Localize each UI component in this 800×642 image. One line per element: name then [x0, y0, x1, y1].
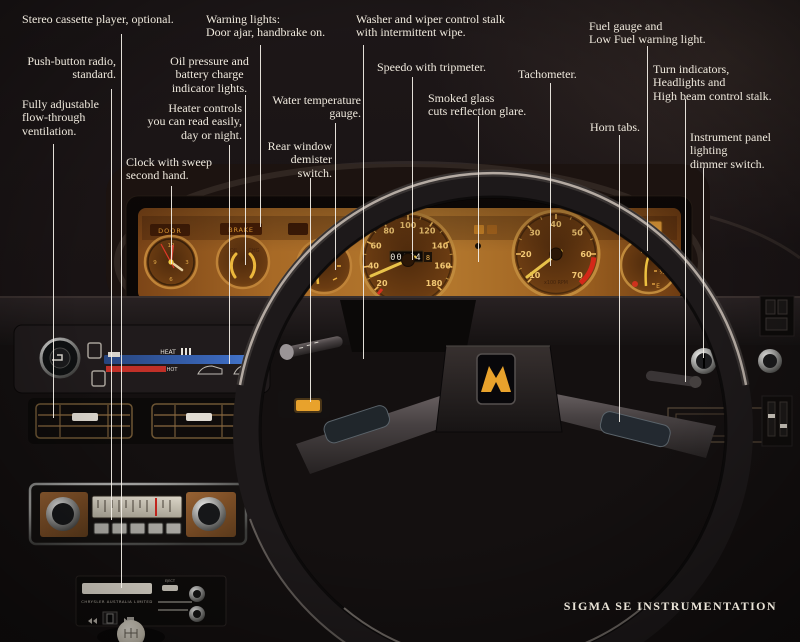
callout-tachometer: Tachometer.	[518, 67, 577, 81]
callout-line-water-temp	[335, 123, 336, 270]
callout-water-temp: Water temperature gauge.	[272, 93, 361, 121]
callout-smoked-glass: Smoked glass cuts reflection glare.	[428, 91, 527, 119]
callout-line-speedo	[412, 77, 413, 260]
callout-stereo-cassette: Stereo cassette player, optional.	[22, 12, 174, 26]
callout-line-tachometer	[550, 83, 551, 266]
callout-line-clock	[171, 186, 172, 264]
callout-heater-controls: Heater controls you can read easily, day…	[147, 101, 242, 142]
callout-fuel-gauge: Fuel gauge and Low Fuel warning light.	[589, 19, 706, 47]
callout-demister: Rear window demister switch.	[267, 139, 332, 180]
callout-push-button-radio: Push-button radio, standard.	[27, 54, 116, 82]
callout-ventilation: Fully adjustable flow-through ventilatio…	[22, 97, 99, 138]
callout-line-demister	[310, 178, 311, 402]
callout-line-push-button-radio	[111, 89, 112, 520]
callout-clock: Clock with sweep second hand.	[126, 155, 212, 183]
callout-line-stereo-cassette	[121, 34, 122, 588]
callout-horn-tabs: Horn tabs.	[590, 120, 640, 134]
callout-line-dimmer	[703, 168, 704, 358]
callout-line-fuel-gauge	[647, 46, 648, 251]
page-caption: SIGMA SE INSTRUMENTATION	[563, 599, 777, 613]
callout-line-ventilation	[53, 144, 54, 418]
callout-line-washer-wiper	[363, 45, 364, 359]
callout-turn-indicators: Turn indicators, Headlights and High bea…	[653, 62, 772, 103]
callout-washer-wiper: Washer and wiper control stalk with inte…	[356, 12, 505, 40]
callout-line-warning-lights	[260, 45, 261, 227]
callout-line-turn-indicators	[685, 99, 686, 382]
callout-line-heater-controls	[229, 145, 230, 364]
callout-line-oil-pressure	[245, 95, 246, 265]
callout-line-smoked-glass	[478, 116, 479, 262]
callout-line-horn-tabs	[619, 135, 620, 422]
callout-warning-lights: Warning lights: Door ajar, handbrake on.	[206, 12, 326, 40]
callout-speedo: Speedo with tripmeter.	[377, 60, 486, 74]
callout-dimmer: Instrument panel lighting dimmer switch.	[690, 130, 771, 171]
callout-oil-pressure: Oil pressure and battery charge indicato…	[170, 54, 249, 95]
